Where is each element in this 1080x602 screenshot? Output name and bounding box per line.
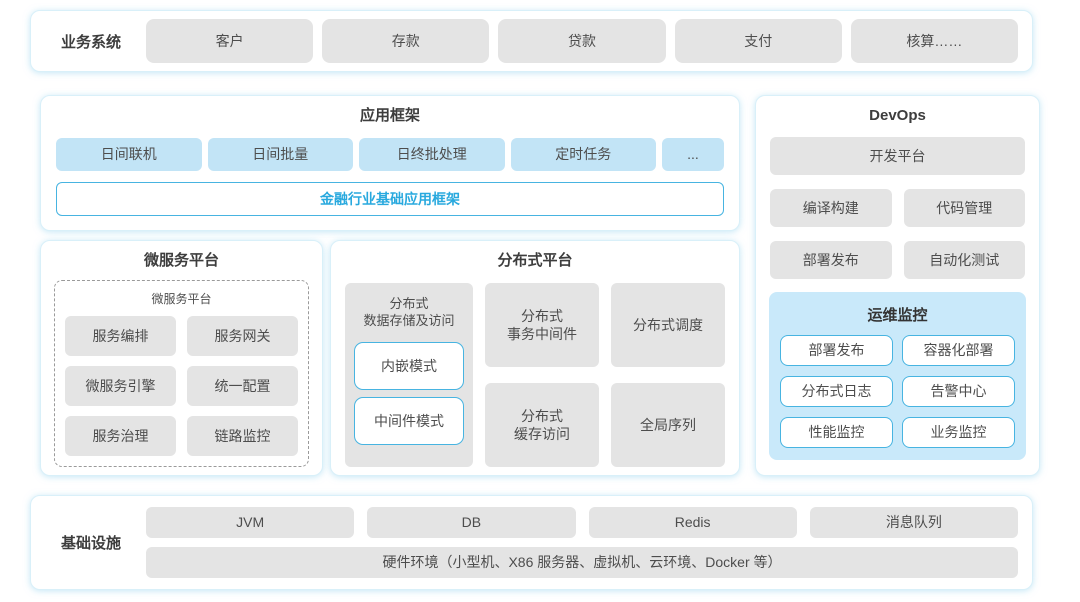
more-box: ... (662, 138, 724, 171)
monitor-deploy-release-box: 部署发布 (780, 335, 893, 366)
distributed-log-box: 分布式日志 (780, 376, 893, 407)
accounting-box: 核算…… (850, 19, 1019, 63)
unified-config-box: 统一配置 (187, 366, 298, 406)
business-system-label: 业务系统 (60, 33, 121, 51)
performance-monitoring-box: 性能监控 (780, 417, 893, 448)
ops-monitoring-grid: 部署发布 容器化部署 分布式日志 告警中心 性能监控 业务监控 (780, 335, 1015, 448)
middleware-mode-box: 中间件模式 (354, 397, 464, 445)
distributed-section: 分布式平台 分布式 数据存储及访问 内嵌模式 中间件模式 分布式 事务中间件 分… (330, 240, 740, 476)
link-monitoring-box: 链路监控 (187, 416, 298, 456)
service-governance-box: 服务治理 (65, 416, 176, 456)
app-framework-section: 应用框架 日间联机 日间批量 日终批处理 定时任务 ... 金融行业基础应用框架 (40, 95, 740, 231)
jvm-box: JVM (146, 507, 355, 538)
alert-center-box: 告警中心 (902, 376, 1015, 407)
distributed-storage-label: 分布式 数据存储及访问 (363, 296, 455, 328)
db-box: DB (367, 507, 576, 538)
embedded-mode-box: 内嵌模式 (354, 342, 464, 390)
code-management-box: 代码管理 (903, 189, 1025, 227)
distributed-grid: 分布式 数据存储及访问 内嵌模式 中间件模式 分布式 事务中间件 分布式调度 分… (345, 283, 725, 467)
microservice-engine-box: 微服务引擎 (65, 366, 176, 406)
compile-build-box: 编译构建 (770, 189, 892, 227)
global-sequence-box: 全局序列 (611, 383, 725, 467)
customer-box: 客户 (146, 19, 314, 63)
distributed-storage-box: 分布式 数据存储及访问 内嵌模式 中间件模式 (345, 283, 473, 467)
distributed-title: 分布式平台 (497, 252, 573, 269)
microservice-title: 微服务平台 (143, 252, 219, 269)
distributed-scheduling-box: 分布式调度 (611, 283, 725, 367)
daytime-online-box: 日间联机 (56, 138, 202, 171)
base-framework-box: 金融行业基础应用框架 (56, 182, 724, 216)
ops-monitoring-title: 运维监控 (867, 307, 928, 324)
devops-grid: 编译构建 代码管理 部署发布 自动化测试 (770, 189, 1025, 279)
deposit-box: 存款 (322, 19, 490, 63)
eod-batch-box: 日终批处理 (359, 138, 505, 171)
hardware-env-box: 硬件环境（小型机、X86 服务器、虚拟机、云环境、Docker 等） (146, 547, 1018, 578)
microservice-section: 微服务平台 微服务平台 服务编排 服务网关 微服务引擎 统一配置 服务治理 链路… (40, 240, 323, 476)
business-monitoring-box: 业务监控 (902, 417, 1015, 448)
redis-box: Redis (588, 507, 797, 538)
loan-box: 贷款 (498, 19, 666, 63)
app-framework-row: 日间联机 日间批量 日终批处理 定时任务 ... (56, 138, 724, 171)
scheduled-task-box: 定时任务 (510, 138, 656, 171)
cache-access-box: 分布式 缓存访问 (485, 383, 599, 467)
infrastructure-section: 基础设施 JVM DB Redis 消息队列 硬件环境（小型机、X86 服务器、… (30, 495, 1033, 590)
microservice-inner-group: 微服务平台 服务编排 服务网关 微服务引擎 统一配置 服务治理 链路监控 (54, 280, 309, 467)
message-queue-box: 消息队列 (809, 507, 1018, 538)
service-gateway-box: 服务网关 (187, 316, 298, 356)
ops-monitoring-panel: 运维监控 部署发布 容器化部署 分布式日志 告警中心 性能监控 业务监控 (769, 292, 1026, 460)
payment-box: 支付 (674, 19, 842, 63)
infrastructure-label: 基础设施 (60, 535, 121, 552)
dev-platform-box: 开发平台 (770, 137, 1025, 175)
microservice-inner-title: 微服务平台 (151, 292, 212, 306)
infrastructure-group: JVM DB Redis 消息队列 硬件环境（小型机、X86 服务器、虚拟机、云… (146, 507, 1018, 578)
daytime-batch-box: 日间批量 (207, 138, 353, 171)
devops-title: DevOps (869, 107, 926, 124)
transaction-middleware-box: 分布式 事务中间件 (485, 283, 599, 367)
automated-testing-box: 自动化测试 (903, 241, 1025, 279)
microservice-grid: 服务编排 服务网关 微服务引擎 统一配置 服务治理 链路监控 (65, 316, 298, 456)
business-system-section: 业务系统 客户 存款 贷款 支付 核算…… (30, 10, 1033, 72)
infrastructure-row: JVM DB Redis 消息队列 (146, 507, 1018, 538)
service-orchestration-box: 服务编排 (65, 316, 176, 356)
containerized-deploy-box: 容器化部署 (902, 335, 1015, 366)
devops-section: DevOps 开发平台 编译构建 代码管理 部署发布 自动化测试 运维监控 部署… (755, 95, 1040, 476)
deploy-release-box: 部署发布 (770, 241, 892, 279)
app-framework-title: 应用框架 (359, 107, 420, 124)
